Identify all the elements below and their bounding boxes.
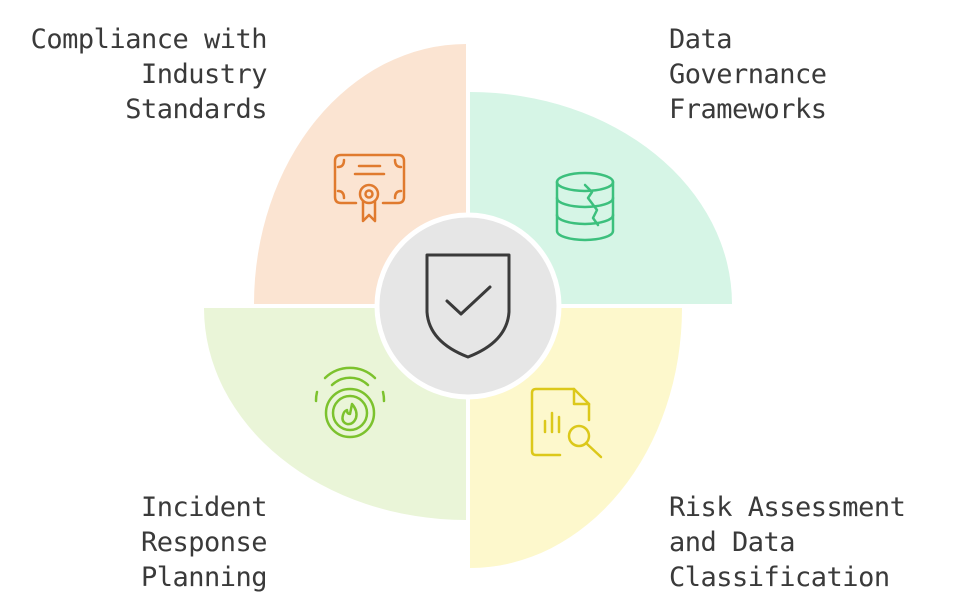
label-line: Governance [669, 59, 827, 90]
label-line: Industry [140, 59, 268, 90]
label-line: and Data [669, 527, 796, 558]
label-risk-assessment: Risk Assessment and Data Classification [669, 490, 906, 595]
label-line: Response [140, 527, 268, 558]
label-line: Risk Assessment [669, 492, 906, 523]
alarm-fire-icon [314, 366, 386, 439]
label-line: Incident [140, 492, 268, 523]
label-incident-response: Incident Response Planning [140, 490, 268, 595]
certificate-icon [333, 153, 406, 223]
label-data-governance: Data Governance Frameworks [669, 22, 827, 127]
document-chart-search-icon [530, 387, 603, 459]
label-line: Planning [140, 562, 268, 593]
label-line: Standards [125, 94, 267, 125]
shield-check-icon [425, 253, 511, 359]
database-icon [555, 171, 615, 242]
label-compliance: Compliance with Industry Standards [30, 22, 268, 127]
label-line: Compliance with [30, 24, 268, 55]
label-line: Classification [669, 562, 890, 593]
label-line: Frameworks [669, 94, 827, 125]
label-line: Data [669, 24, 733, 55]
